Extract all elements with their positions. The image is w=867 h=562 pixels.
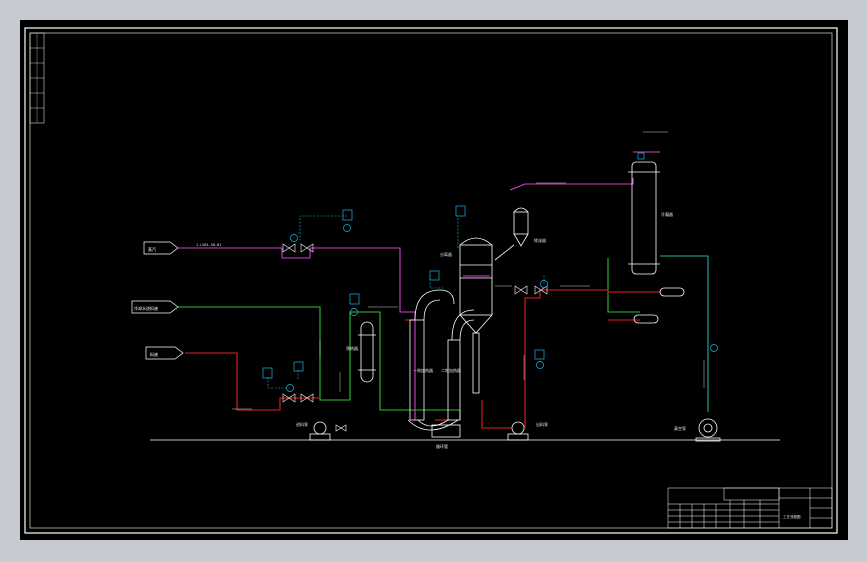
separator-vessel — [459, 244, 493, 316]
receiver-tank-1 — [659, 287, 685, 297]
separator-label: 分离器 — [440, 251, 452, 257]
effect-1-label: 一效加热器 — [413, 367, 433, 373]
instrument-pic-1 — [342, 209, 353, 221]
vacuum-water-line — [660, 255, 709, 412]
preheater-label: 预热器 — [346, 345, 358, 351]
effect-2-heater — [447, 339, 461, 421]
receiver-tank-2 — [633, 314, 659, 324]
instrument-ti-2 — [637, 152, 645, 160]
drawing-frame — [24, 27, 838, 534]
preheater-vessel — [360, 321, 374, 383]
circulation-tank — [431, 424, 461, 438]
steam-line-tag: 1-LS01-50-B1 — [196, 243, 221, 247]
instrument-pi-3 — [536, 361, 544, 369]
inlet-feed-label: 料液 — [150, 351, 158, 357]
instrument-li-1 — [429, 270, 440, 281]
control-valve-actuator-2 — [286, 384, 294, 392]
process-flow-diagram: 1-LS01-50-B1 蒸汽 冷却水进料液 料液 — [24, 27, 838, 534]
transfer-pump-label: 出料泵 — [536, 421, 548, 427]
inlet-steam: 蒸汽 — [143, 241, 179, 255]
steam-line — [178, 151, 660, 420]
instrument-tic-1 — [455, 205, 466, 217]
product-line — [185, 289, 660, 429]
feed-pump-label: 进料泵 — [296, 421, 308, 427]
vacuum-pump — [698, 418, 718, 438]
condenser-column — [631, 161, 657, 275]
valves — [282, 243, 548, 432]
instrument-fi-1 — [293, 361, 304, 372]
instruments — [262, 152, 718, 392]
pipe-tags — [232, 131, 705, 410]
condenser-label: 冷凝器 — [661, 211, 673, 217]
inlet-steam-label: 蒸汽 — [148, 246, 156, 252]
effect-2-label: 二效加热器 — [441, 367, 461, 373]
feed-pump — [313, 421, 327, 435]
inlet-cooling-label: 冷却水进料液 — [134, 305, 158, 311]
instrument-pi-2 — [349, 293, 360, 305]
effect-1-heater — [409, 319, 425, 421]
signal-lines — [267, 215, 545, 389]
instrument-pi-4 — [534, 349, 545, 360]
cyclone-vessel — [513, 211, 529, 235]
control-valve-actuator-1 — [290, 234, 298, 242]
bottom-label: 循环管 — [436, 443, 448, 449]
drawing-canvas: 1-LS01-50-B1 蒸汽 冷却水进料液 料液 — [20, 20, 848, 540]
inlet-cooling: 冷却水进料液 — [131, 300, 179, 314]
instrument-pi-1 — [343, 224, 351, 232]
cyclone-label: 除沫器 — [534, 237, 546, 243]
title-block — [667, 487, 833, 529]
equipment — [309, 161, 721, 442]
vacuum-pump-label: 真空泵 — [674, 425, 686, 431]
control-valve-actuator-3 — [540, 280, 548, 288]
instrument-pi-5 — [710, 344, 718, 352]
title-block-drawing-title: 工艺流程图 — [783, 514, 801, 519]
inlet-feed: 料液 — [145, 346, 184, 360]
instrument-ti-1 — [350, 308, 358, 316]
instrument-fic-1 — [262, 367, 273, 379]
transfer-pump — [511, 421, 525, 435]
equipment-labels: 预热器 一效加热器 二效加热器 分离器 除沫器 冷凝器 进料泵 出料泵 真空泵 … — [296, 211, 686, 449]
cooling-water-line — [178, 258, 640, 420]
